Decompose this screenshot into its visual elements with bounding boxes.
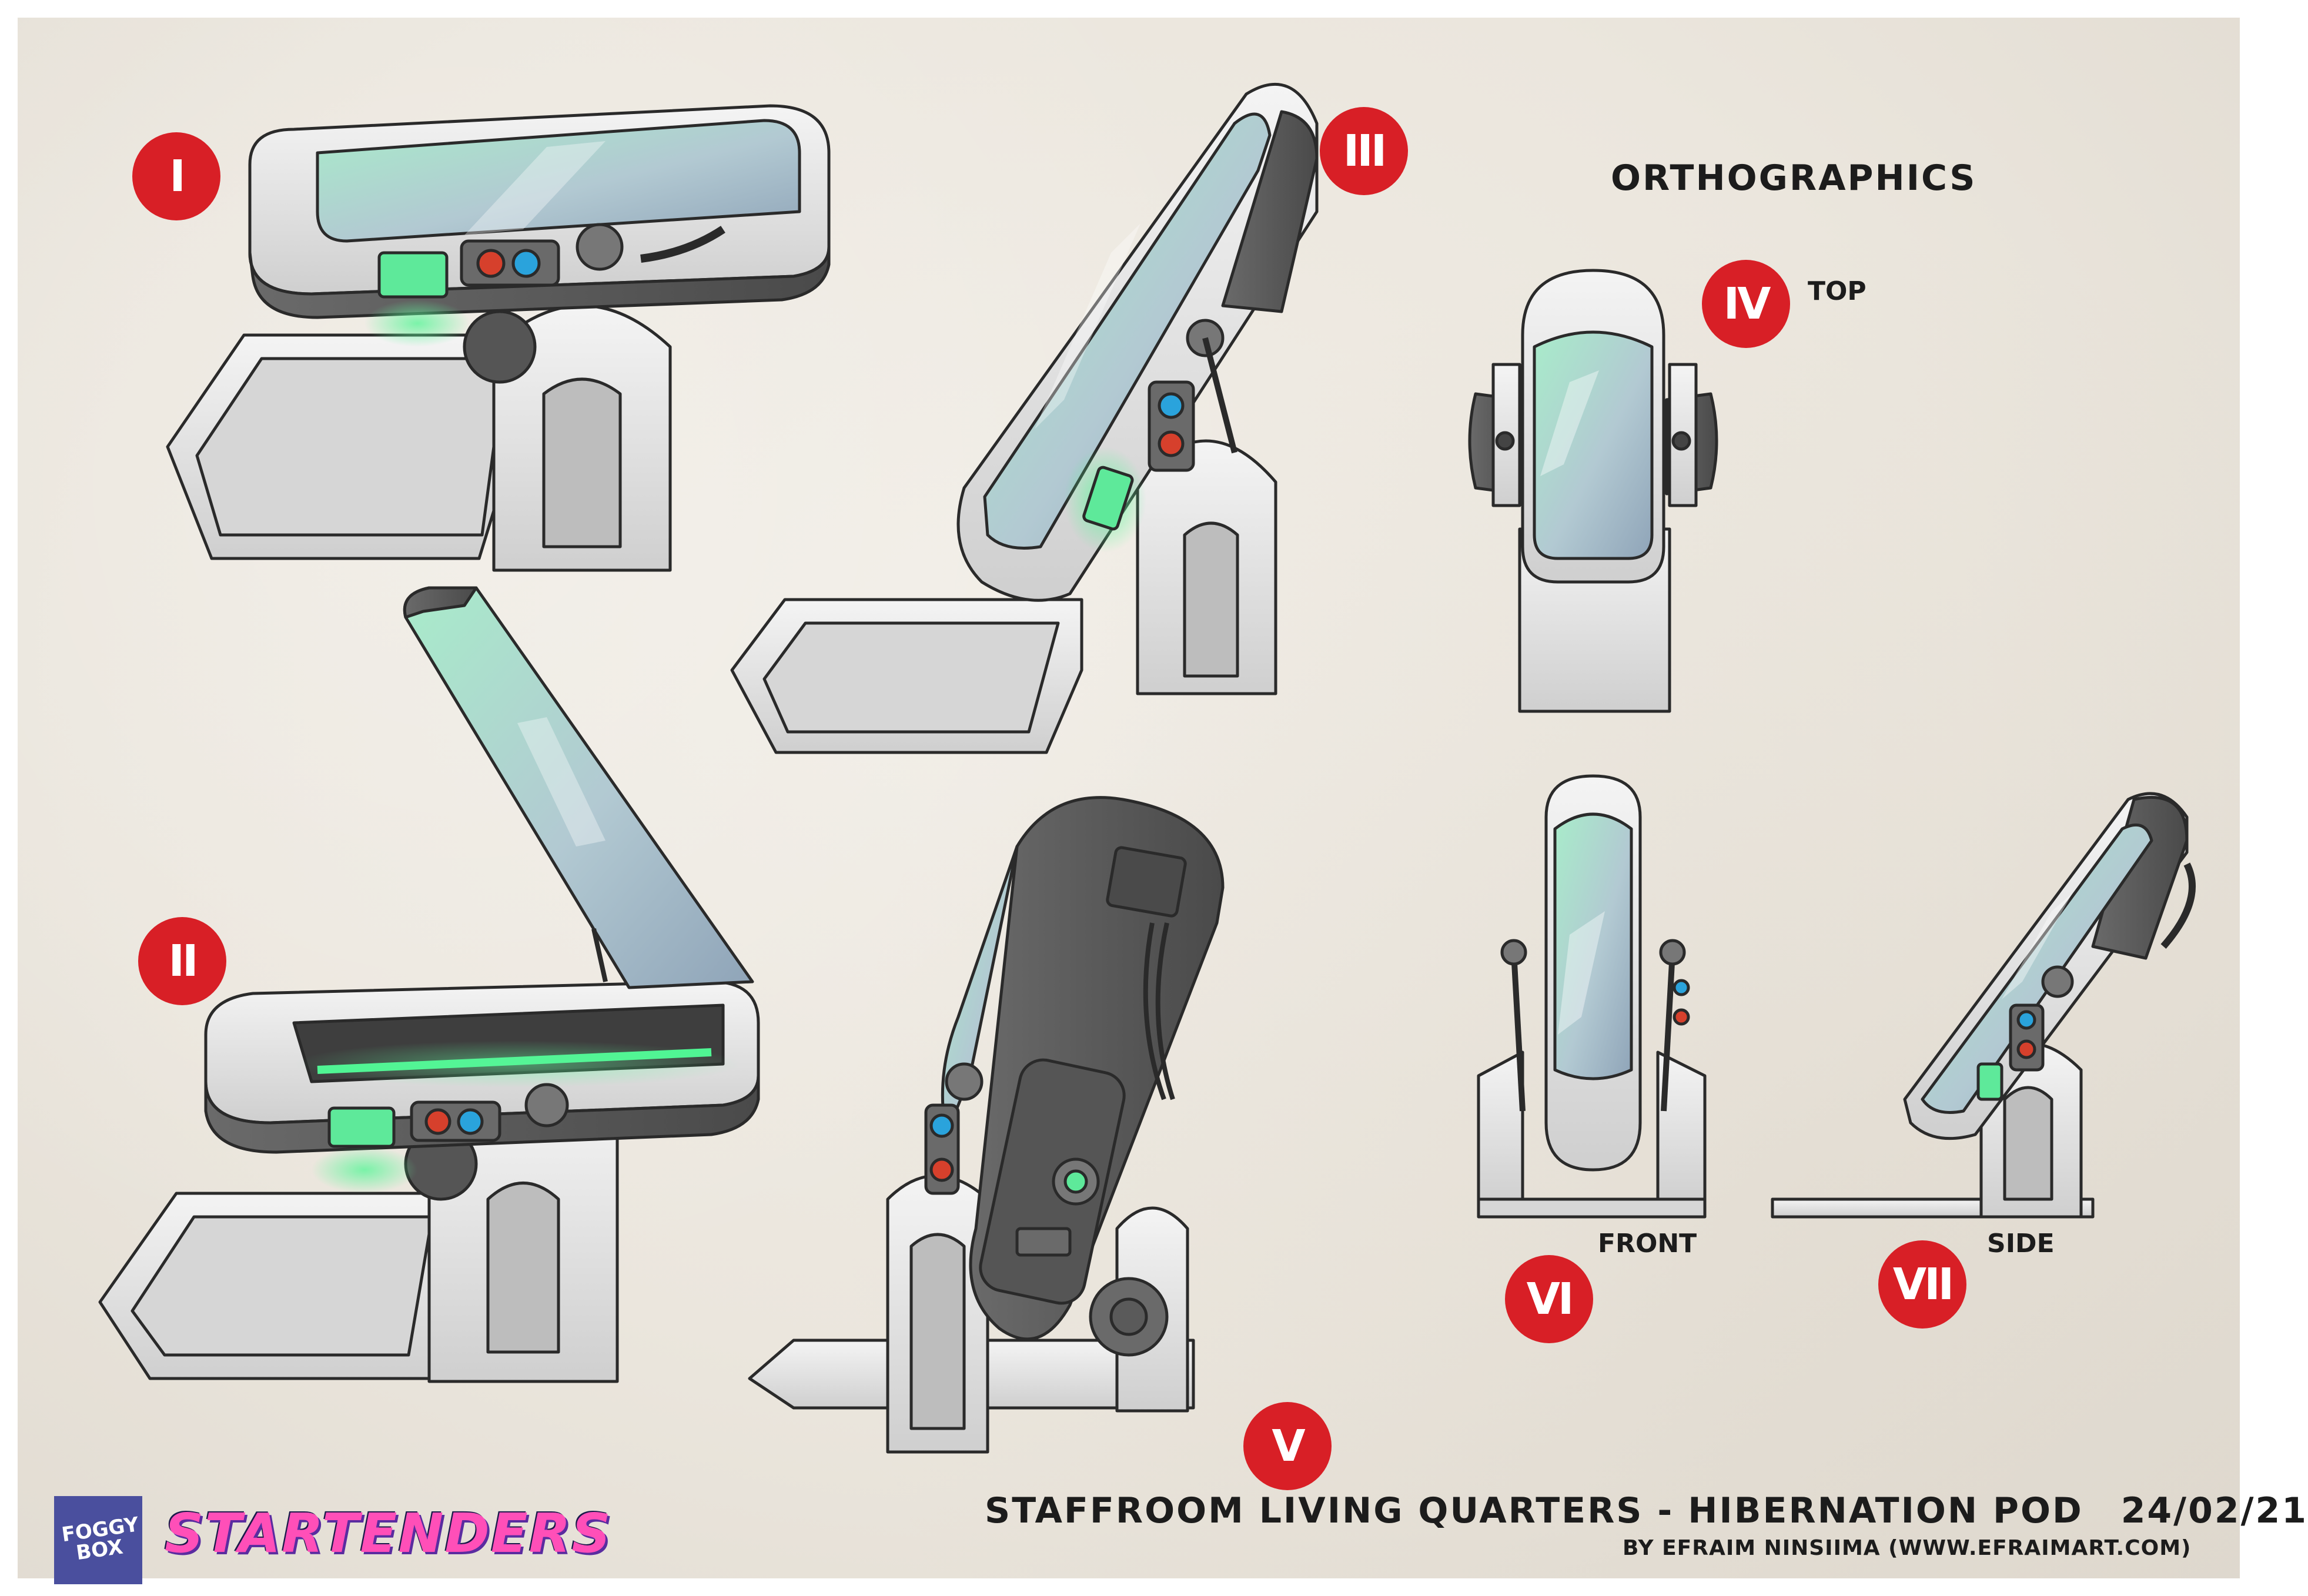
pod-view-7-side	[1771, 792, 2196, 1219]
concept-sheet: I II III IV V VI VII ORTHOGRAPHICS TOP F…	[18, 18, 2306, 1584]
badge-view-4: IV	[1702, 260, 1790, 348]
pod-view-4-top	[1468, 269, 1718, 713]
badge-view-2: II	[138, 917, 226, 1005]
pod-view-2	[98, 586, 760, 1383]
foggy-box-logo-text: FOGGY BOX	[60, 1513, 141, 1565]
pod-illustrations	[98, 82, 2196, 1454]
sheet-title: STAFFROOM LIVING QUARTERS - HIBERNATION …	[985, 1490, 2308, 1531]
badge-view-7: VII	[1878, 1240, 1966, 1329]
badge-view-3: III	[1320, 107, 1408, 195]
orthographics-heading: ORTHOGRAPHICS	[1611, 158, 1977, 199]
badge-view-6: VI	[1505, 1255, 1593, 1343]
title-date: 24/02/21	[2120, 1490, 2308, 1531]
pod-view-1	[166, 104, 831, 572]
pod-view-3	[730, 82, 1319, 754]
badge-view-5: V	[1243, 1402, 1332, 1490]
foggy-box-logo: FOGGY BOX	[54, 1496, 142, 1584]
label-side: SIDE	[1987, 1229, 2055, 1259]
label-front: FRONT	[1598, 1229, 1697, 1259]
startenders-logo: STARTENDERS	[165, 1502, 612, 1565]
title-text: STAFFROOM LIVING QUARTERS - HIBERNATION …	[985, 1490, 2083, 1531]
pod-view-5	[748, 796, 1225, 1454]
badge-view-1: I	[132, 132, 220, 220]
sheet-credit: BY EFRAIM NINSIIMA (WWW.EFRAIMART.COM)	[1623, 1536, 2192, 1560]
label-top: TOP	[1808, 276, 1867, 306]
pod-view-6-front	[1477, 774, 1707, 1219]
